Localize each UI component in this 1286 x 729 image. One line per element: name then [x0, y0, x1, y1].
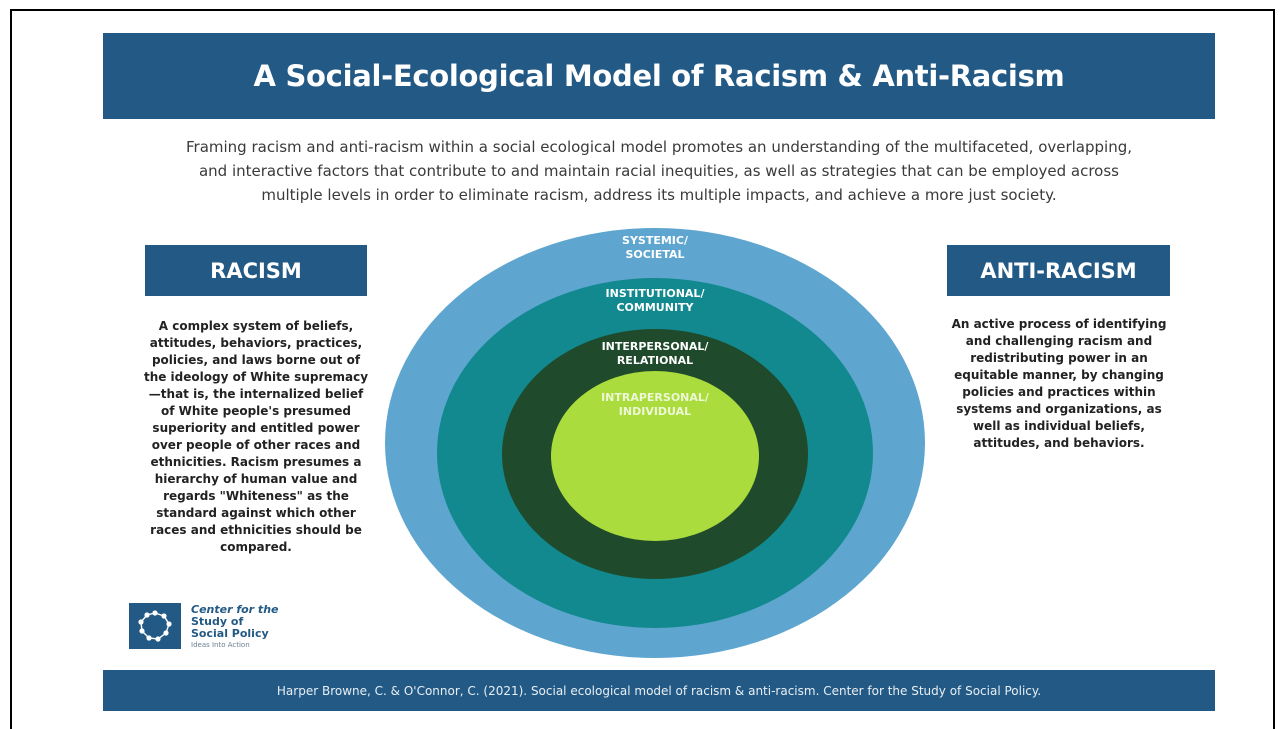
level-label-intrapersonal-line1: INTRAPERSONAL/ — [601, 391, 709, 404]
level-label-institutional: INSTITUTIONAL/ COMMUNITY — [565, 287, 745, 315]
intro-paragraph: Framing racism and anti-racism within a … — [185, 138, 1133, 204]
level-label-intrapersonal-line2: INDIVIDUAL — [618, 405, 692, 418]
ring-institutional — [437, 278, 873, 628]
level-label-systemic: SYSTEMIC/ SOCIETAL — [575, 234, 735, 262]
logo-line-2: Study of — [191, 615, 244, 628]
level-label-interpersonal: INTERPERSONAL/ RELATIONAL — [565, 340, 745, 368]
title-banner: A Social-Ecological Model of Racism & An… — [103, 33, 1215, 119]
logo-tagline: Ideas Into Action — [191, 641, 250, 649]
level-label-institutional-line2: COMMUNITY — [616, 301, 694, 314]
racism-definition: A complex system of beliefs, attitudes, … — [143, 319, 369, 554]
citation-footer: Harper Browne, C. & O'Connor, C. (2021).… — [103, 670, 1215, 711]
anti-racism-heading: ANTI-RACISM — [980, 258, 1137, 283]
level-label-systemic-line1: SYSTEMIC/ — [622, 234, 688, 247]
anti-racism-heading-box: ANTI-RACISM — [947, 245, 1170, 296]
level-label-intrapersonal: INTRAPERSONAL/ INDIVIDUAL — [565, 391, 745, 419]
cssp-logo-icon — [129, 603, 181, 649]
level-label-institutional-line1: INSTITUTIONAL/ — [605, 287, 705, 300]
anti-racism-definition: An active process of identifying and cha… — [951, 317, 1167, 450]
citation-text: Harper Browne, C. & O'Connor, C. (2021).… — [276, 683, 1042, 698]
level-label-systemic-line2: SOCIETAL — [625, 248, 685, 261]
logo-line-1: Center for the — [191, 603, 279, 616]
page-frame — [10, 9, 1275, 729]
poster: A Social-Ecological Model of Racism & An… — [103, 33, 1215, 711]
logo-line-3: Social Policy — [191, 627, 269, 640]
racism-heading-box: RACISM — [145, 245, 367, 296]
cssp-logo-text: Center for the Study of Social Policy Id… — [191, 604, 278, 650]
level-label-interpersonal-line1: INTERPERSONAL/ — [601, 340, 709, 353]
level-label-interpersonal-line2: RELATIONAL — [616, 354, 694, 367]
page-title: A Social-Ecological Model of Racism & An… — [253, 59, 1065, 93]
racism-heading: RACISM — [210, 258, 302, 283]
